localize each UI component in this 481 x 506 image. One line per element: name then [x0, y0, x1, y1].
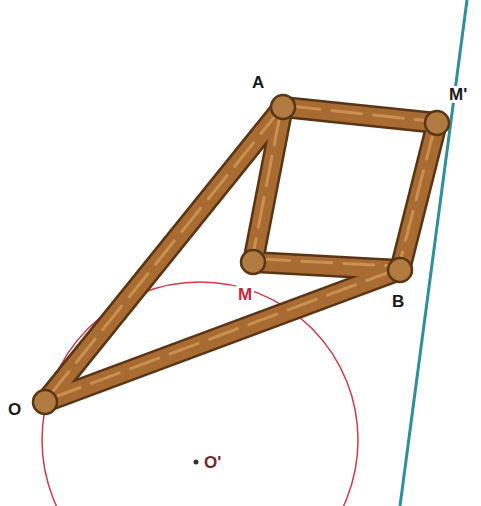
circle-center-dot — [194, 460, 199, 465]
pivot-joints — [33, 95, 449, 414]
inversion-line — [400, 0, 467, 506]
point-label: M' — [447, 86, 469, 103]
point-label: M — [236, 286, 254, 303]
point-label: B — [390, 293, 406, 310]
point-label: O — [6, 401, 23, 418]
point-label: O' — [202, 454, 223, 471]
wooden-bars — [45, 106, 437, 402]
point-label: A — [250, 74, 266, 91]
